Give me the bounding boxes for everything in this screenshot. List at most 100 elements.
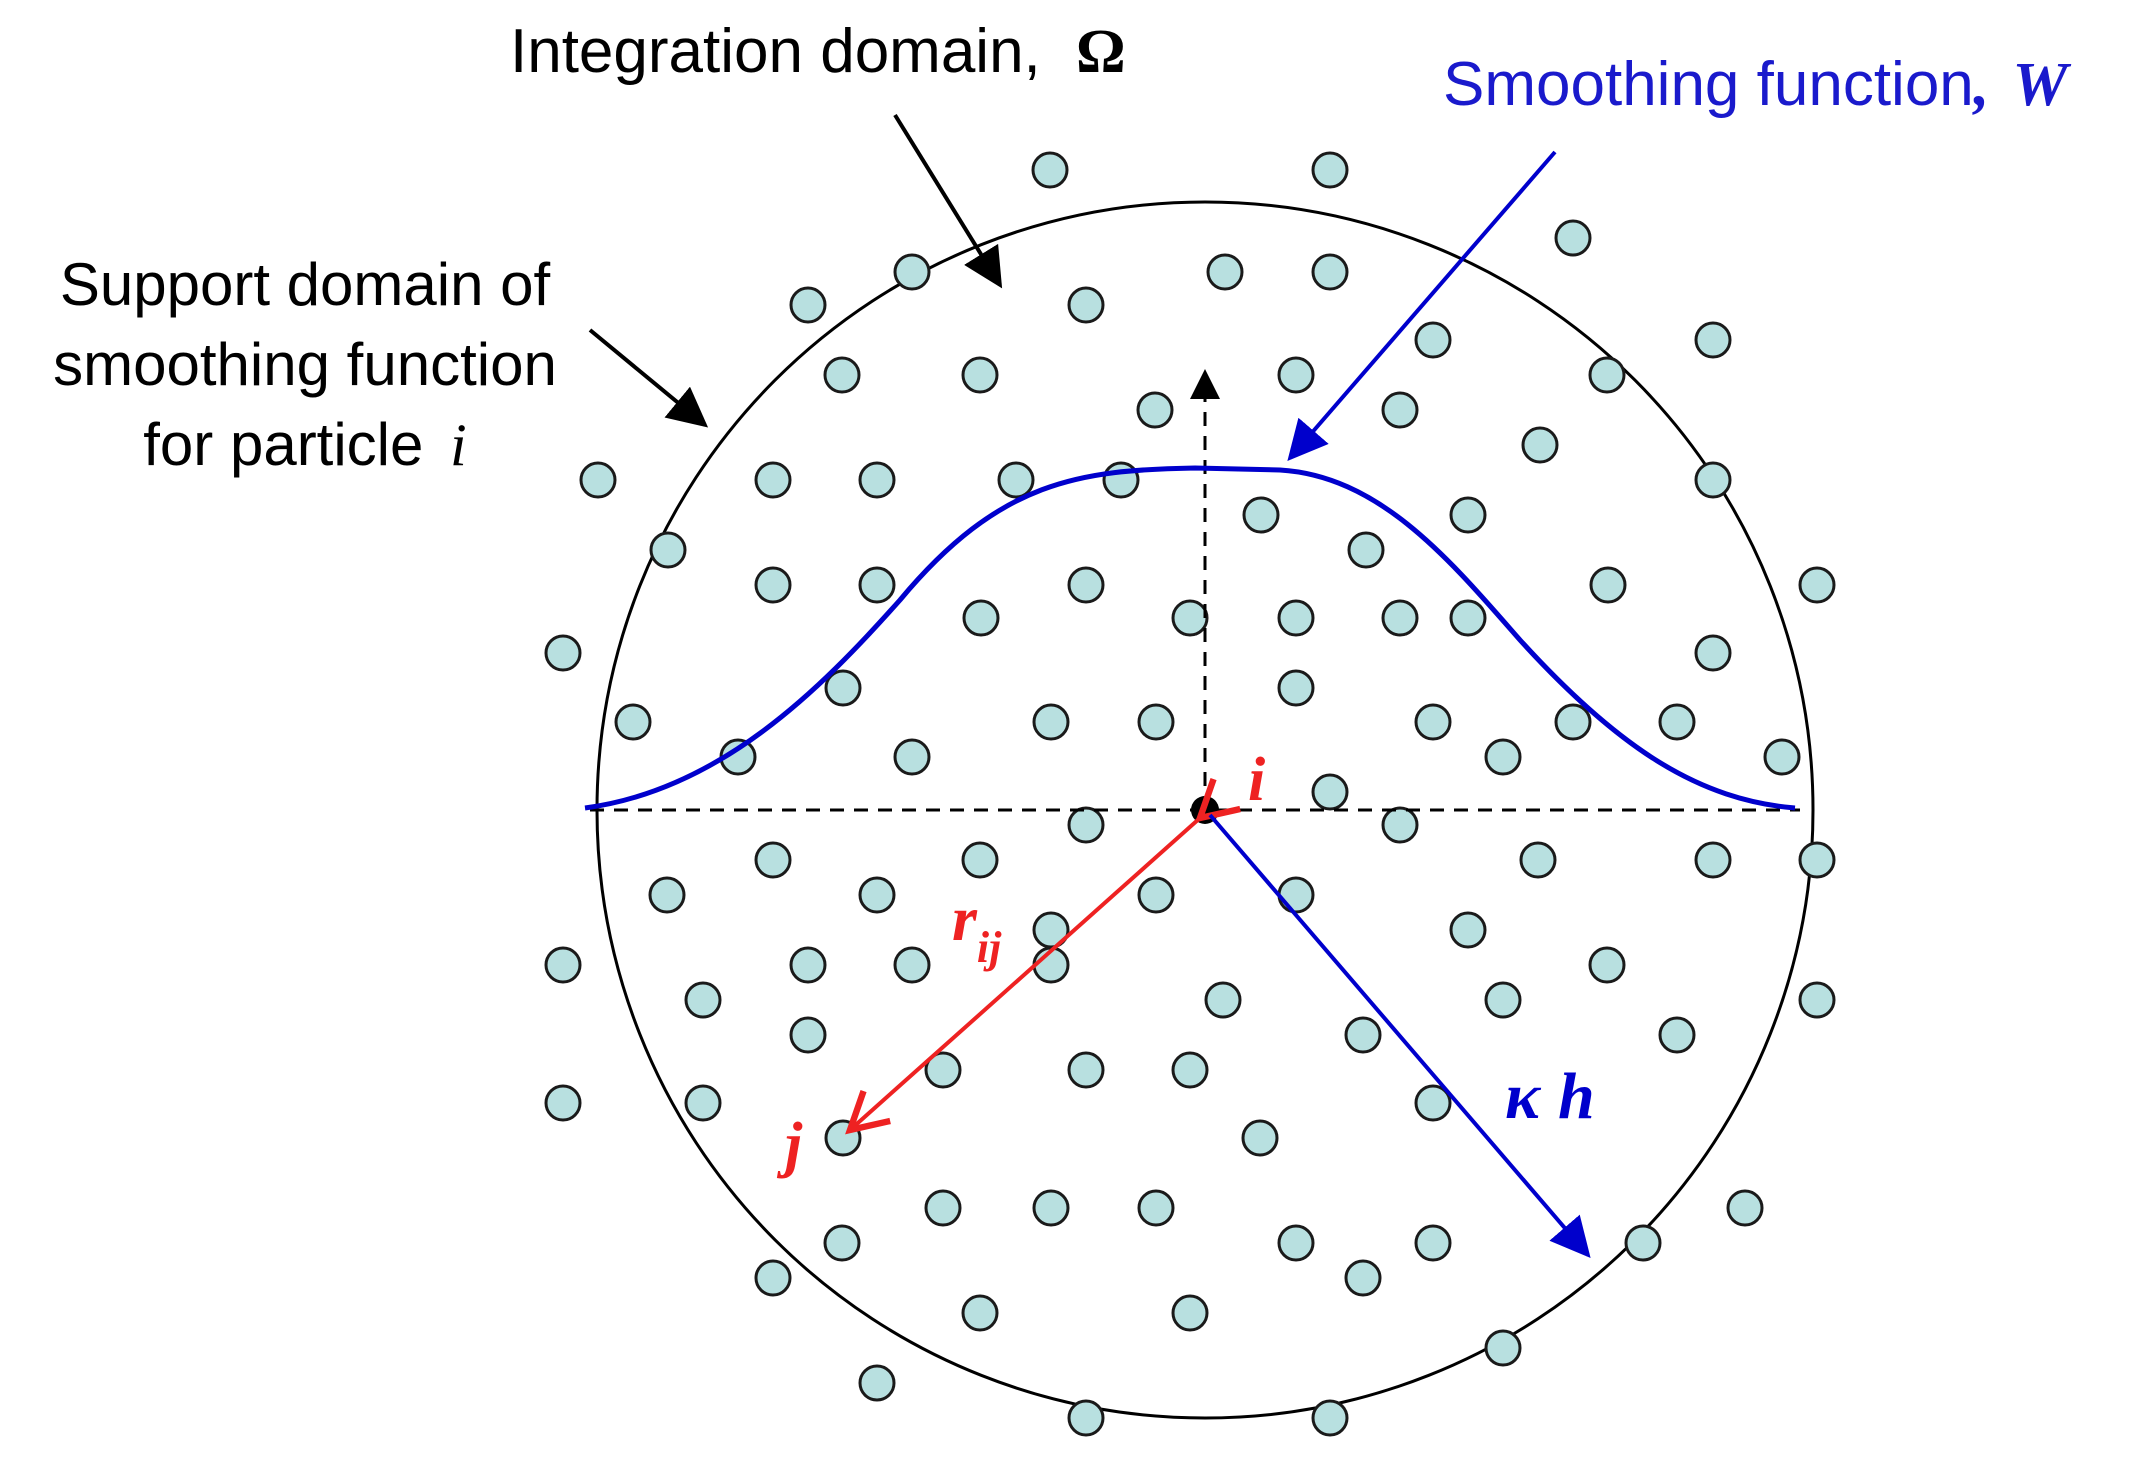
particle: [823, 356, 861, 394]
integration-domain-label: Integration domain, Ω: [510, 17, 1126, 86]
particle: [1067, 1051, 1105, 1089]
particle: [1484, 738, 1522, 776]
particle: [1763, 738, 1801, 776]
particle: [1032, 703, 1070, 741]
particle: [858, 876, 896, 914]
particle: [754, 566, 792, 604]
particle: [893, 738, 931, 776]
particle: [754, 461, 792, 499]
support-domain-label-line1: Support domain of: [60, 251, 551, 318]
particle: [962, 599, 1000, 637]
particle: [544, 1084, 582, 1122]
particle: [1344, 1259, 1382, 1297]
particle: [1311, 253, 1349, 291]
particle: [1032, 1189, 1070, 1227]
particle: [684, 981, 722, 1019]
particle: [544, 634, 582, 672]
rij-label: rij: [952, 883, 1002, 972]
support-domain-pointer: [588, 328, 709, 428]
particle: [1554, 219, 1592, 257]
particle-j-label: j: [776, 1111, 803, 1179]
particle: [1102, 461, 1140, 499]
particle: [1204, 981, 1242, 1019]
support-domain-label-line3: for particle i: [143, 411, 466, 478]
particle: [1414, 1224, 1452, 1262]
particle: [1031, 151, 1069, 189]
particle: [961, 1294, 999, 1332]
particle: [961, 841, 999, 879]
particle: [1242, 496, 1280, 534]
particle: [1414, 703, 1452, 741]
particle: [1658, 1016, 1696, 1054]
particle: [1381, 806, 1419, 844]
particle: [924, 1189, 962, 1227]
integration-domain-pointer: [893, 113, 1003, 289]
particle: [858, 461, 896, 499]
particle: [579, 461, 617, 499]
particle: [1277, 876, 1315, 914]
particle: [544, 946, 582, 984]
particle: [1624, 1224, 1662, 1262]
particle: [1067, 1399, 1105, 1437]
particle-i-label: i: [1248, 746, 1265, 814]
smoothing-function-pointer: [1287, 150, 1557, 462]
particle: [824, 669, 862, 707]
particle: [893, 253, 931, 291]
particle: [1277, 1224, 1315, 1262]
particle: [1484, 981, 1522, 1019]
particle: [1658, 703, 1696, 741]
particle: [1589, 566, 1627, 604]
particle: [893, 946, 931, 984]
particle: [1521, 426, 1559, 464]
particle: [1311, 151, 1349, 189]
particle: [648, 876, 686, 914]
particle: [754, 1259, 792, 1297]
particle: [1554, 703, 1592, 741]
particle: [1171, 1294, 1209, 1332]
particle: [1694, 634, 1732, 672]
particle: [823, 1224, 861, 1262]
particle: [1311, 773, 1349, 811]
particle: [1694, 841, 1732, 879]
particle: [684, 1084, 722, 1122]
particle: [858, 566, 896, 604]
particle: [789, 286, 827, 324]
particle: [1136, 391, 1174, 429]
particle: [1588, 946, 1626, 984]
smoothing-function-curve: [584, 465, 1796, 811]
particle: [1347, 531, 1385, 569]
particle: [1067, 286, 1105, 324]
particle: [789, 946, 827, 984]
particle: [1798, 566, 1836, 604]
particle: [1694, 321, 1732, 359]
particle: [1171, 599, 1209, 637]
particle: [1414, 321, 1452, 359]
particle-group: [544, 151, 1836, 1437]
particle: [1484, 1329, 1522, 1367]
particle: [1449, 599, 1487, 637]
particle: [649, 531, 687, 569]
particle: [1277, 599, 1315, 637]
particle: [858, 1364, 896, 1402]
kappa-h-radius-arrow: [1208, 813, 1591, 1259]
particle: [1798, 841, 1836, 879]
particle: [1067, 806, 1105, 844]
particle: [1726, 1189, 1764, 1227]
particle: [1798, 981, 1836, 1019]
particle: [1344, 1016, 1382, 1054]
particle: [1277, 356, 1315, 394]
particle: [1171, 1051, 1209, 1089]
particle: [754, 841, 792, 879]
particle: [614, 703, 652, 741]
particle: [1519, 841, 1557, 879]
particle: [1449, 496, 1487, 534]
particle: [1137, 703, 1175, 741]
particle: [1311, 1399, 1349, 1437]
support-domain-label-line2: smoothing function: [53, 331, 557, 398]
particle: [1067, 566, 1105, 604]
particle: [1588, 356, 1626, 394]
particle: [1241, 1119, 1279, 1157]
rij-distance-arrow: [845, 778, 1241, 1135]
